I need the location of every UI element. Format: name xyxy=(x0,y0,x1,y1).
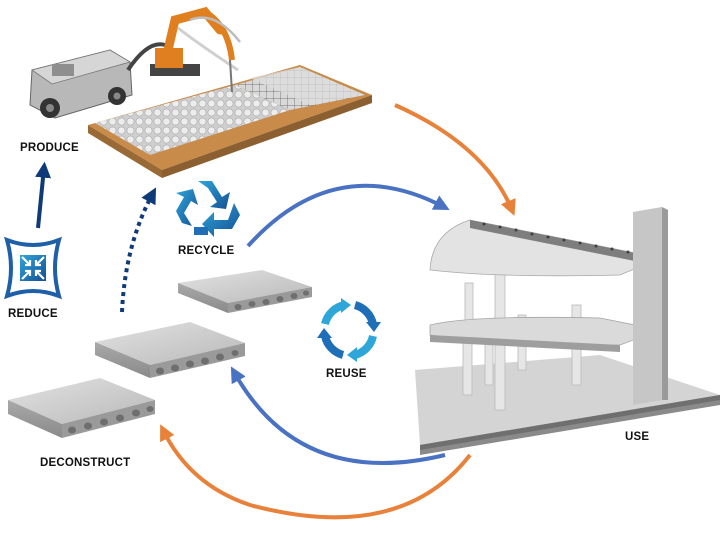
recycle-icon xyxy=(176,181,240,237)
recycle-to-use-arrow xyxy=(246,183,450,248)
reuse-cycle-icon xyxy=(317,298,381,362)
hollow-core-slab-bottom xyxy=(8,378,155,438)
use-to-deconstruct-arrow xyxy=(160,424,472,520)
recycle-label: RECYCLE xyxy=(178,245,235,257)
produce-label: PRODUCE xyxy=(20,142,79,154)
use-to-reuse-slab-arrow xyxy=(230,366,446,465)
reduce-compress-icon xyxy=(3,236,63,300)
deconstruct-label: DECONSTRUCT xyxy=(40,457,131,469)
reduce-to-produce-arrow xyxy=(35,161,52,229)
production-casting-bed xyxy=(88,65,372,178)
reduce-label: REDUCE xyxy=(8,308,58,320)
building-structure xyxy=(415,207,720,455)
reuse-label: REUSE xyxy=(326,368,367,380)
produce-to-use-arrow xyxy=(394,103,516,216)
deconstruct-to-recycle-dotted-arrow xyxy=(120,187,157,313)
hollow-core-slab-top xyxy=(178,270,312,313)
concrete-pump-machine xyxy=(29,42,166,119)
hollow-core-slab-middle xyxy=(95,322,245,378)
robot-arm xyxy=(150,6,241,93)
use-label: USE xyxy=(625,431,650,443)
